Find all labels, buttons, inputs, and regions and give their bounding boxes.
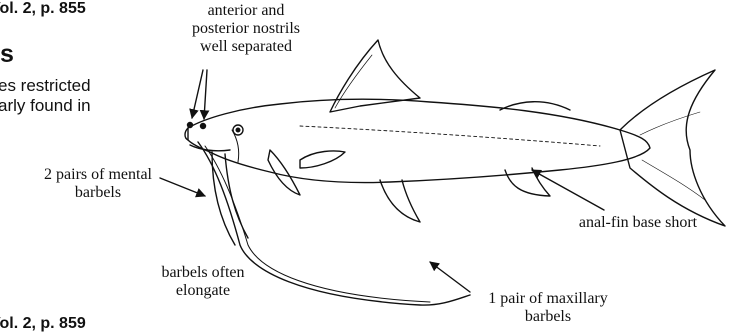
lateral-line bbox=[300, 126, 600, 146]
label-anal-fin: anal-fin base short bbox=[558, 214, 718, 232]
label-anal-fin-line-1: anal-fin base short bbox=[558, 214, 718, 232]
label-maxillary-barbels-line-2: barbels bbox=[458, 308, 638, 326]
label-mental-barbels: 2 pairs of mental barbels bbox=[30, 166, 166, 202]
pelvic-fin bbox=[380, 180, 420, 222]
label-mental-barbels-line-1: 2 pairs of mental bbox=[30, 166, 166, 184]
mental-barbel-2 bbox=[225, 154, 248, 238]
label-maxillary-barbels: 1 pair of maxillary barbels bbox=[458, 290, 638, 326]
arrow-anal-fin bbox=[532, 170, 604, 210]
label-nostrils-line-3: well separated bbox=[161, 38, 331, 56]
posterior-nostril bbox=[201, 124, 206, 129]
label-mental-barbels-line-2: barbels bbox=[30, 184, 166, 202]
label-nostrils: anterior and posterior nostrils well sep… bbox=[161, 2, 331, 56]
caudal-fin bbox=[620, 70, 725, 226]
fish-body bbox=[188, 99, 650, 182]
label-barbels-elongate: barbels often elongate bbox=[128, 264, 278, 300]
label-maxillary-barbels-line-1: 1 pair of maxillary bbox=[458, 290, 638, 308]
label-barbels-elongate-line-1: barbels often bbox=[128, 264, 278, 282]
label-nostrils-line-1: anterior and bbox=[161, 2, 331, 20]
arrow-nostril-posterior bbox=[204, 70, 207, 119]
label-barbels-elongate-line-2: elongate bbox=[128, 282, 278, 300]
dorsal-fin bbox=[330, 40, 420, 112]
label-nostrils-line-2: posterior nostrils bbox=[161, 20, 331, 38]
arrow-maxillary-barbels bbox=[430, 262, 470, 292]
arrow-mental-barbels bbox=[160, 178, 205, 196]
arrow-nostril-anterior bbox=[192, 70, 203, 118]
anterior-nostril bbox=[188, 123, 193, 128]
